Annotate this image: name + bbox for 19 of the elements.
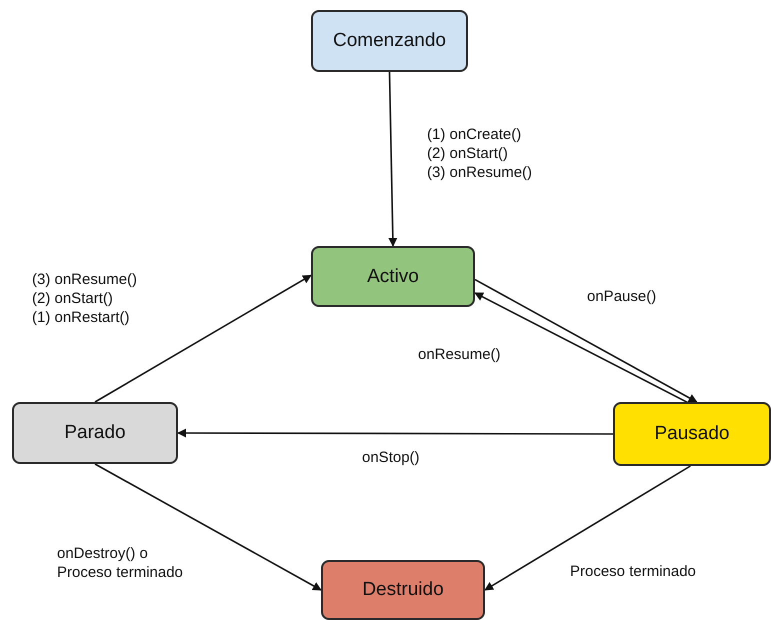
arrow xyxy=(94,274,312,403)
arrow xyxy=(474,278,698,403)
edge-label: (1) onCreate() (2) onStart() (3) onResume() xyxy=(427,125,532,182)
edge-label: onPause() xyxy=(587,287,656,306)
state-box: Activo xyxy=(311,246,475,307)
edge-label: onStop() xyxy=(362,448,420,467)
state-box: Comenzando xyxy=(311,10,468,72)
arrow xyxy=(94,463,322,591)
edge-label: Proceso terminado xyxy=(570,562,696,581)
state-box: Destruido xyxy=(321,560,485,620)
edge-label: onResume() xyxy=(418,345,501,364)
arrow xyxy=(388,72,398,247)
arrow xyxy=(177,428,613,438)
edge-label: onDestroy() o Proceso terminado xyxy=(57,544,184,582)
edge-label: (3) onResume() (2) onStart() (1) onRestart() xyxy=(32,270,138,327)
arrow xyxy=(474,292,691,405)
state-box: Parado xyxy=(12,402,178,464)
arrow xyxy=(484,465,691,591)
state-box: Pausado xyxy=(613,402,771,466)
